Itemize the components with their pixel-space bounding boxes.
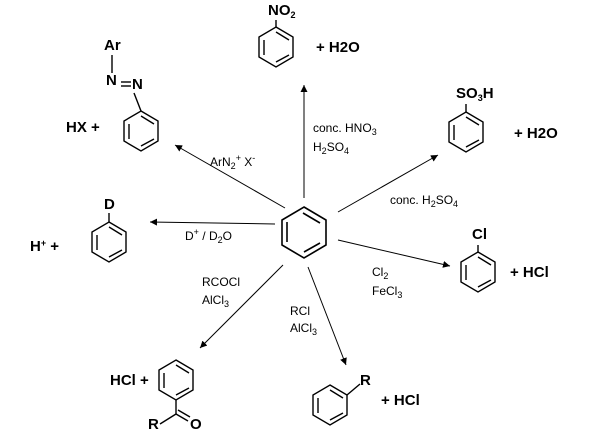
nitro-substituent-label: NO2 — [268, 2, 296, 21]
azo-coupling-reagent: ArN2+ X- — [210, 153, 256, 171]
azo-ar-label: Ar — [104, 37, 121, 54]
deuteration-reagent: D+ / D2O — [185, 227, 232, 245]
acyl-r-label: R — [148, 416, 159, 433]
chlorobenzene-ring — [460, 245, 496, 293]
sulfonation-byproduct: + H2O — [514, 125, 558, 142]
central-benzene-ring — [281, 206, 327, 259]
nitration-reagent-2: H2SO4 — [313, 140, 350, 156]
chlorination-reagent-2: FeCl3 — [372, 284, 403, 300]
alkylbenzene-ring — [312, 383, 361, 426]
acylation-reagent-1: RCOCl — [202, 275, 240, 289]
arrow-deuteration — [149, 218, 276, 226]
nitration-reagent-1: conc. HNO3 — [313, 121, 377, 137]
nitrobenzene-ring — [258, 20, 294, 68]
chloro-substituent-label: Cl — [472, 226, 487, 243]
sulfonation-reagent: conc. H2SO4 — [390, 193, 459, 209]
arrow-alkylation — [307, 266, 347, 366]
acylation-byproduct: HCl + — [110, 372, 149, 389]
azobenzene-ring — [111, 55, 159, 152]
alkyl-substituent-label: R — [360, 372, 371, 389]
chlorination-byproduct: + HCl — [510, 264, 549, 281]
chlorination-reagent-1: Cl2 — [372, 265, 389, 281]
azo-n2-label: N — [132, 76, 143, 93]
acylation-reagent-2: AlCl3 — [202, 293, 230, 309]
alkylation-reagent-1: RCl — [290, 304, 310, 318]
deuterobenzene-ring — [91, 213, 127, 263]
arrow-chlorination — [337, 239, 451, 268]
alkylation-byproduct: + HCl — [381, 392, 420, 409]
acylbenzene-ring — [158, 359, 194, 425]
azo-coupling-byproduct: HX + — [66, 119, 100, 136]
alkylation-reagent-2: AlCl3 — [290, 321, 318, 337]
deutero-substituent-label: D — [104, 196, 115, 213]
nitration-byproduct: + H2O — [316, 39, 360, 56]
deuteration-byproduct: H+ + — [30, 238, 60, 255]
arrow-azo-coupling — [174, 144, 286, 209]
sulfonic-substituent-label: SO3H — [456, 85, 494, 104]
benzenesulfonic-acid-ring — [448, 104, 484, 153]
azo-n1-label: N — [106, 72, 117, 89]
arrow-acylation — [199, 264, 284, 349]
arrow-sulfonation — [337, 154, 439, 213]
acyl-o-label: O — [190, 416, 202, 433]
